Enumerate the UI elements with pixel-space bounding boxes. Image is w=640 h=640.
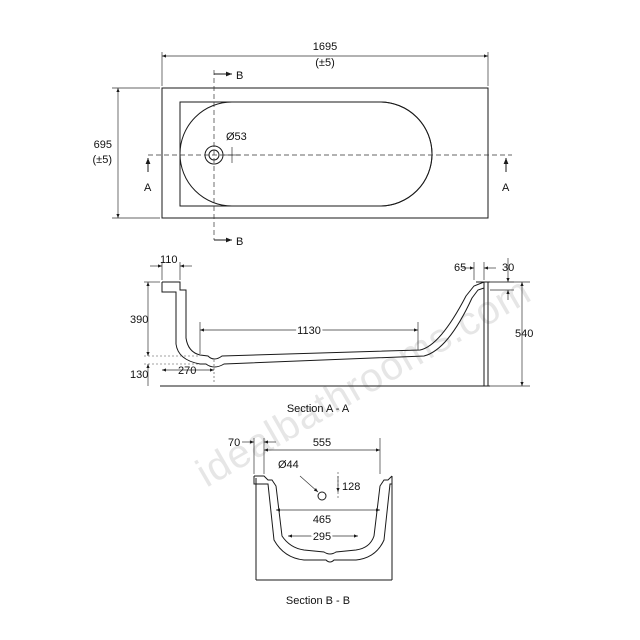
section-a-rim-right-label: 65 — [454, 262, 466, 274]
section-a-total-height-label: 540 — [515, 328, 533, 340]
section-b-waste — [317, 491, 327, 501]
section-b-waste-offset-label: 128 — [342, 481, 360, 493]
section-b-profile-inner — [254, 475, 393, 555]
section-a-right-label: A — [502, 182, 510, 194]
section-a-waste-height-label: 130 — [130, 369, 148, 381]
dim-width-label: 695 — [94, 139, 112, 151]
section-a-left-label: A — [144, 182, 152, 194]
section-a-caption: Section A - A — [287, 403, 350, 415]
section-a-edge-right-label: 30 — [502, 262, 514, 274]
dim-length-tol: (±5) — [315, 57, 334, 69]
section-a-rim-left-label: 110 — [160, 254, 178, 266]
section-a-base-length-label: 1130 — [297, 325, 321, 337]
section-b-waste-dia-label: Ø44 — [278, 459, 299, 471]
section-a-view: 110 65 30 540 390 130 270 — [130, 254, 533, 415]
plan-outline — [161, 87, 489, 219]
section-a-profile-inner — [162, 281, 485, 360]
section-b-bottom-label: B — [236, 236, 243, 248]
section-b-view: 70 555 Ø44 128 465 295 Section B - B — [228, 437, 393, 607]
section-b-top-label: B — [236, 70, 243, 82]
plan-basin — [179, 101, 433, 207]
section-b-rim-left-label: 70 — [228, 437, 240, 449]
dim-length-label: 1695 — [313, 41, 337, 53]
section-a-depth-label: 390 — [130, 314, 148, 326]
section-a-waste-offset-label: 270 — [178, 365, 196, 377]
dim-width-tol: (±5) — [93, 154, 112, 166]
section-b-width-mid-label: 465 — [313, 514, 331, 526]
plan-waste-label: Ø53 — [226, 131, 247, 143]
section-b-caption: Section B - B — [286, 595, 350, 607]
section-a-profile-outer — [161, 282, 485, 368]
section-b-width-base-label: 295 — [313, 531, 331, 543]
plan-view: 1695 (±5) 695 (±5) Ø53 A A B B — [93, 41, 512, 248]
watermark-text: idealbathrooms.com — [189, 269, 539, 496]
section-b-profile-outer — [253, 476, 392, 563]
plan-basin-inner — [179, 101, 433, 207]
section-b-width-top-label: 555 — [313, 437, 331, 449]
